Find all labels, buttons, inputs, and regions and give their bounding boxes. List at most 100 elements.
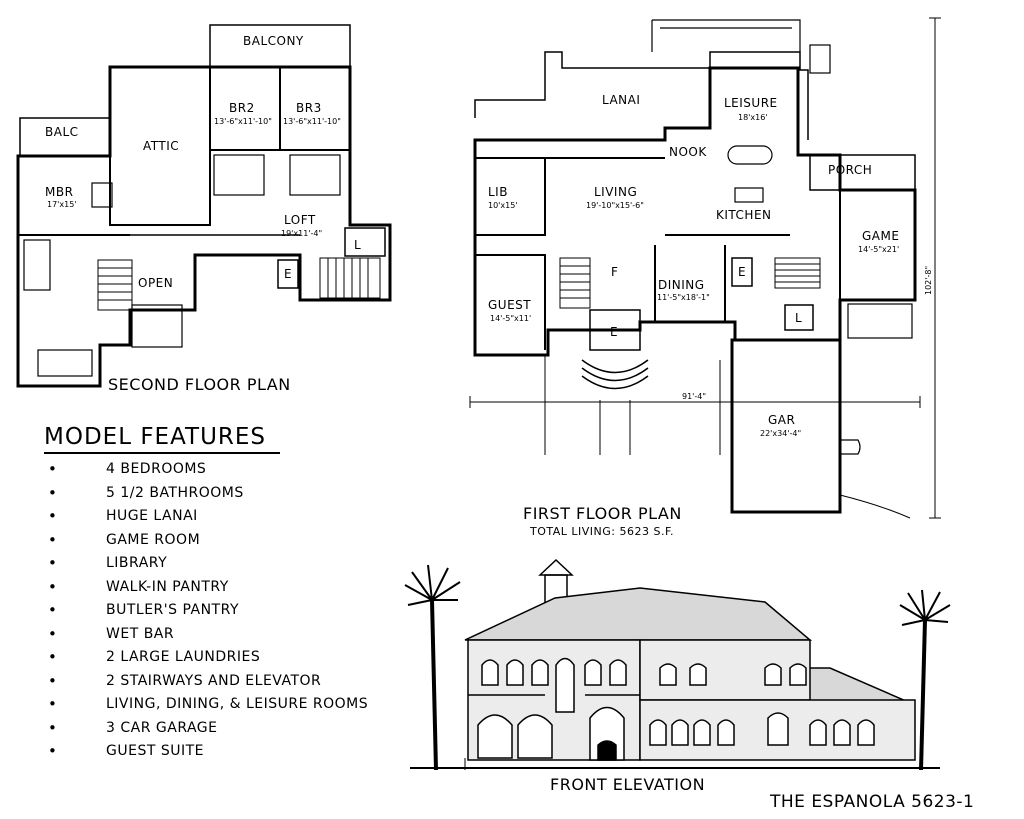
label-width-dim: 91'-4" — [682, 392, 706, 401]
second-floor-title: SECOND FLOOR PLAN — [108, 375, 291, 394]
label-dining-dim: 11'-5"x18'-1" — [657, 293, 710, 302]
label-open: OPEN — [138, 276, 173, 290]
entry-steps-2 — [581, 367, 649, 382]
label-br2: BR2 — [229, 101, 255, 115]
feature-item: BUTLER'S PANTRY — [44, 599, 368, 623]
label-lib: LIB — [488, 185, 508, 199]
label-living-dim: 19'-10"x15'-6" — [586, 201, 644, 210]
label-balc: BALC — [45, 125, 79, 139]
equipment-pad — [809, 44, 831, 74]
lanai-roof-lines — [651, 19, 801, 52]
label-br3-dim: 13'-6"x11'-10" — [283, 117, 341, 126]
open-area — [131, 304, 183, 348]
second-floor-stair — [97, 259, 133, 311]
main-stair — [559, 257, 591, 309]
feature-item: HUGE LANAI — [44, 505, 368, 529]
garage-outline — [730, 338, 842, 514]
label-guest-dim: 14'-5"x11' — [490, 314, 531, 323]
model-name: THE ESPANOLA 5623-1 — [770, 792, 975, 812]
label-depth-dim: 102'-8" — [924, 266, 933, 295]
label-first-elevator: E — [738, 265, 746, 279]
first-floor-stair — [774, 257, 821, 289]
first-laundry-box — [784, 304, 814, 331]
first-floor-subtitle: TOTAL LIVING: 5623 S.F. — [529, 525, 674, 538]
br3-bath — [289, 154, 341, 196]
second-floor-outer-wall — [16, 65, 392, 388]
entry-box — [589, 309, 641, 351]
feature-item: 2 LARGE LAUNDRIES — [44, 646, 368, 670]
feature-item: WET BAR — [44, 623, 368, 647]
cupola-roof — [538, 558, 574, 576]
label-porch: PORCH — [828, 163, 872, 177]
feature-item: LIVING, DINING, & LEISURE ROOMS — [44, 693, 368, 717]
garage-side-door — [840, 439, 861, 455]
feature-item: 2 STAIRWAYS AND ELEVATOR — [44, 670, 368, 694]
label-laundry: L — [354, 238, 361, 252]
lib-walls — [475, 157, 546, 236]
label-dining: DINING — [658, 278, 705, 292]
second-floor-labels: BALCONY BALC ATTIC BR2 13'-6"x11'-10" BR… — [45, 34, 361, 394]
features-underline — [44, 452, 280, 454]
label-living: LIVING — [594, 185, 637, 199]
mbr-fireplace — [91, 182, 113, 208]
feature-item: LIBRARY — [44, 552, 368, 576]
elevator-box — [277, 259, 299, 289]
porch-outline — [809, 154, 916, 191]
label-first-laundry: L — [795, 311, 802, 325]
second-floor-plan — [16, 24, 392, 388]
master-tub — [23, 239, 51, 291]
label-leisure-dim: 18'x16' — [738, 113, 768, 122]
garage-cabinets — [847, 303, 913, 339]
label-balcony: BALCONY — [243, 34, 304, 48]
br2-bath — [213, 154, 265, 196]
label-attic: ATTIC — [143, 139, 179, 153]
label-br2-dim: 13'-6"x11'-10" — [214, 117, 272, 126]
elevation-labels: FRONT ELEVATION — [550, 775, 705, 794]
label-garage: GAR — [768, 413, 795, 427]
first-floor-labels: LANAI LEISURE 18'x16' NOOK KITCHEN LIB 1… — [488, 93, 933, 538]
feature-item: 3 CAR GARAGE — [44, 717, 368, 741]
lanai-outline — [474, 51, 809, 140]
label-entry: E — [610, 325, 618, 339]
main-roof — [464, 587, 813, 641]
entry-steps-3 — [581, 375, 649, 390]
features-list: 4 BEDROOMS 5 1/2 BATHROOMS HUGE LANAI GA… — [44, 458, 368, 764]
first-floor-title: FIRST FLOOR PLAN — [523, 504, 682, 523]
first-floor-outer-wall — [473, 66, 917, 357]
first-floor-plan — [469, 17, 941, 519]
kitchen-island — [734, 187, 764, 203]
label-leisure: LEISURE — [724, 96, 778, 110]
guest-walls — [475, 254, 546, 350]
label-guest: GUEST — [488, 298, 531, 312]
label-lib-dim: 10'x15' — [488, 201, 518, 210]
corner-tub — [37, 349, 93, 377]
front-elevation-title: FRONT ELEVATION — [550, 775, 705, 794]
label-nook: NOOK — [669, 145, 707, 159]
garage-door-swing — [839, 494, 911, 519]
loft-stair — [319, 257, 381, 299]
entry-steps-1 — [581, 359, 649, 374]
front-door — [597, 740, 617, 761]
feature-item: GUEST SUITE — [44, 740, 368, 764]
feature-item: 5 1/2 BATHROOMS — [44, 482, 368, 506]
feature-item: GAME ROOM — [44, 529, 368, 553]
label-game-dim: 14'-5"x21' — [858, 245, 899, 254]
right-palm-tree — [899, 589, 951, 771]
label-mbr-dim: 17'x15' — [47, 200, 77, 209]
label-lanai: LANAI — [602, 93, 640, 107]
label-game: GAME — [862, 229, 899, 243]
feature-item: 4 BEDROOMS — [44, 458, 368, 482]
ground-edges — [464, 758, 921, 770]
site-walk-lines — [544, 355, 721, 455]
left-palm-tree — [404, 564, 461, 771]
upper-windows — [481, 657, 807, 713]
first-elevator-box — [731, 257, 753, 287]
attic-walls — [109, 66, 211, 226]
features-title: MODEL FEATURES — [44, 424, 267, 450]
label-loft-dim: 19'x11'-4" — [281, 229, 322, 238]
front-elevation — [404, 558, 951, 771]
label-loft: LOFT — [284, 213, 316, 227]
label-garage-dim: 22'x34'-4" — [760, 429, 801, 438]
label-elevator: E — [284, 267, 292, 281]
